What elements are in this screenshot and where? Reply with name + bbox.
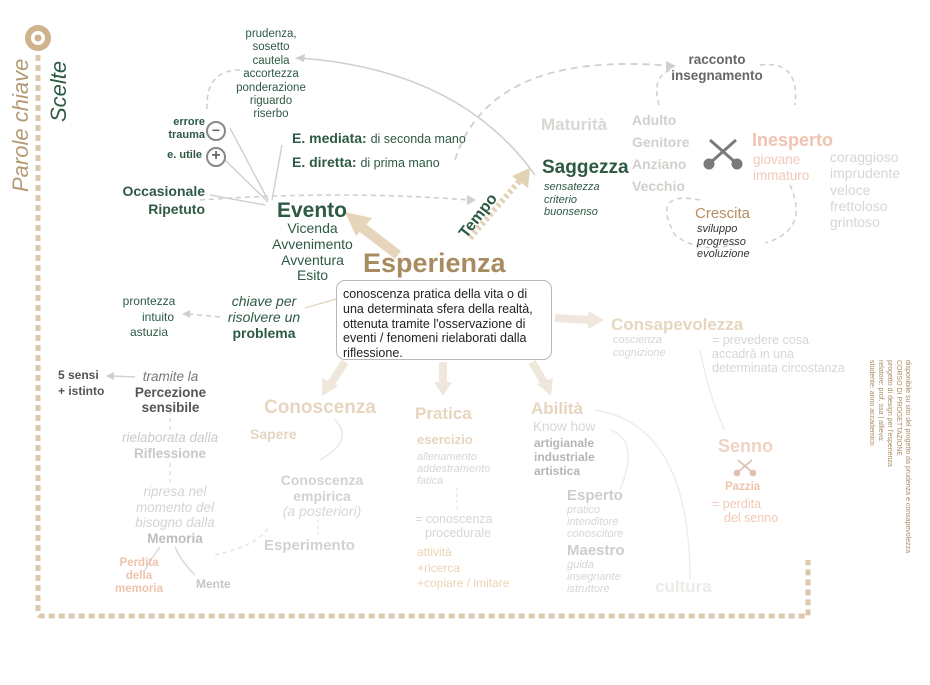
esercizio-label: esercizio xyxy=(417,432,473,447)
mente-label: Mente xyxy=(196,577,231,591)
crossed-swords-icon xyxy=(703,138,743,170)
consapevolezza-title: Consapevolezza xyxy=(611,315,744,334)
esperienza-title: Esperienza xyxy=(363,248,506,278)
minus-glyph: − xyxy=(211,122,221,138)
link-racconto-loop xyxy=(759,63,797,106)
esperto-title: Esperto xyxy=(567,487,623,504)
maestro-title: Maestro xyxy=(567,542,625,559)
diretta-line: E. diretta: di prima mano xyxy=(292,154,440,170)
conoscenza-title: Conoscenza xyxy=(264,397,376,418)
inesperto-title: Inesperto xyxy=(752,130,834,150)
pratica-title: Pratica xyxy=(415,404,472,423)
link-prudenza-loop xyxy=(206,69,241,111)
definition-box: conoscenza pratica della vita o di una d… xyxy=(336,280,552,360)
minus-icon xyxy=(206,121,226,141)
knowhow-label: Know how xyxy=(533,419,596,434)
link-tempo-racconto xyxy=(454,63,673,161)
sensi-label: 5 sensi+ istinto xyxy=(58,368,105,398)
attivita-list: attività+ricerca+copiare / imitare xyxy=(417,545,510,590)
saggezza-title: Saggezza xyxy=(542,157,629,178)
abilita-title: Abilità xyxy=(531,399,583,418)
cultura-label: cultura xyxy=(655,577,712,596)
plus-icon xyxy=(206,147,226,167)
evento-title: Evento xyxy=(276,199,347,222)
esperimento-label: Esperimento xyxy=(264,537,355,554)
link-crescita-loop xyxy=(665,197,741,249)
crossed-swords-small-icon xyxy=(733,459,757,477)
utile-label: e. utile xyxy=(167,149,202,161)
crescita-title: Crescita xyxy=(695,205,751,222)
posteriori-label: (a posteriori) xyxy=(282,503,362,519)
link-saggezza-prudenza xyxy=(299,57,536,176)
parole-chiave-label: Parole chiave xyxy=(8,58,33,192)
mediata-line: E. mediata: di seconda mano xyxy=(292,130,466,146)
senno-title: Senno xyxy=(718,436,774,456)
sapere-label: Sapere xyxy=(250,426,297,442)
maturita-label: Maturità xyxy=(541,115,608,134)
scelte-label: Scelte xyxy=(46,60,71,122)
plus-glyph: + xyxy=(211,147,221,164)
colophon-vertical: disponibile su sito del progetto da prud… xyxy=(868,360,911,554)
frame-border xyxy=(35,55,811,619)
pazzia-label: Pazzia xyxy=(725,481,761,493)
